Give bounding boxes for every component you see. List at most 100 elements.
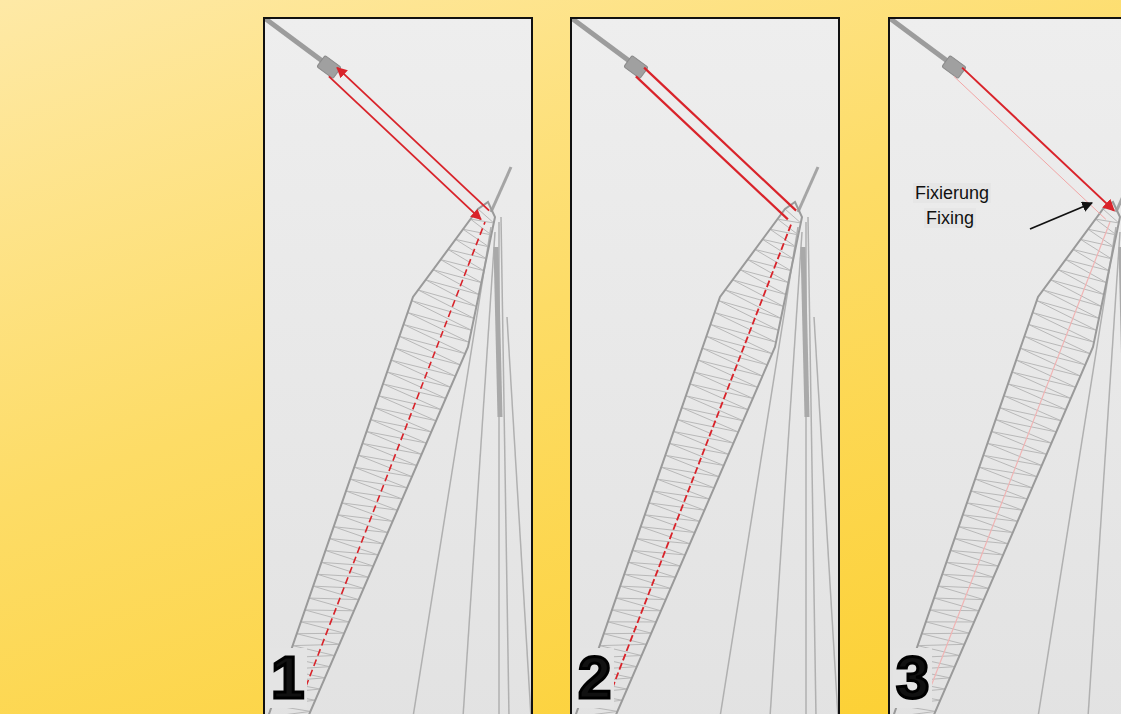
panel-ground xyxy=(263,17,533,714)
boom-head-strut xyxy=(491,167,511,212)
lattice-brace xyxy=(1058,260,1106,283)
lattice-brace xyxy=(719,290,781,318)
panel-ground xyxy=(570,17,840,714)
lattice-brace xyxy=(715,301,779,331)
lattice-brace xyxy=(346,479,402,499)
lattice-brace xyxy=(1051,270,1104,295)
lattice-brace xyxy=(698,348,762,376)
lattice-boom xyxy=(893,202,1120,714)
support-rope xyxy=(501,217,509,714)
lattice-brace xyxy=(1008,372,1071,398)
lattice-brace xyxy=(706,324,772,353)
lattice-brace xyxy=(608,610,656,622)
lattice-brace xyxy=(426,270,479,295)
lattice-brace xyxy=(600,634,647,646)
lattice-boom xyxy=(575,202,802,714)
lattice-brace xyxy=(305,598,354,611)
rope-line xyxy=(644,68,796,211)
lattice-brace xyxy=(412,290,474,318)
lattice-brace xyxy=(367,420,427,444)
panel-border xyxy=(264,18,532,714)
jib-pendant xyxy=(263,17,325,63)
lattice-brace xyxy=(317,562,368,577)
lattice-brace xyxy=(694,360,758,387)
lattice-brace xyxy=(702,336,767,365)
lattice-brace xyxy=(293,634,340,646)
lattice-brace xyxy=(1016,348,1080,376)
lattice-brace xyxy=(661,455,719,476)
lattice-brace xyxy=(674,420,734,444)
crane-panel xyxy=(263,17,533,714)
lattice-brace xyxy=(653,479,709,499)
lattice-brace xyxy=(922,622,970,634)
lattice-brace xyxy=(399,324,465,353)
jib-pendant xyxy=(570,17,632,63)
lattice-brace xyxy=(408,301,472,331)
lattice-brace xyxy=(1020,336,1085,365)
lattice-brace xyxy=(669,432,728,455)
lattice-brace xyxy=(358,443,416,465)
lattice-brace xyxy=(996,408,1057,432)
lattice-brace xyxy=(604,622,652,634)
boom-head-strut xyxy=(798,167,818,212)
lattice-brace xyxy=(301,610,349,622)
crane-panel xyxy=(570,17,840,714)
lattice-brace xyxy=(733,270,786,295)
lattice-brace xyxy=(612,598,661,611)
rope-arrow xyxy=(337,68,489,211)
lattice-brace xyxy=(983,443,1041,465)
panel-number: 1 xyxy=(268,648,307,708)
rope-line xyxy=(636,76,788,219)
panel-number: 2 xyxy=(575,648,614,708)
lattice-brace xyxy=(740,260,788,283)
lattice-brace xyxy=(665,443,723,465)
panel-ground xyxy=(888,17,1121,714)
lattice-brace xyxy=(375,396,436,421)
lattice-brace xyxy=(395,336,460,365)
lattice-brace xyxy=(362,432,421,455)
boom-head-strut xyxy=(1116,167,1121,212)
lattice-brace xyxy=(1004,384,1066,410)
lattice-brace xyxy=(686,384,748,410)
lattice-brace xyxy=(682,396,743,421)
lattice-brace xyxy=(975,467,1032,488)
panel-border xyxy=(889,18,1121,714)
boom-rope xyxy=(298,222,485,707)
lattice-brace xyxy=(1012,360,1076,387)
lattice-brace xyxy=(1024,324,1090,353)
support-rope xyxy=(808,217,816,714)
rope-arrow xyxy=(329,76,481,219)
panel-border xyxy=(571,18,839,714)
lattice-brace xyxy=(918,634,965,646)
lattice-brace xyxy=(391,348,455,376)
lattice-brace xyxy=(657,467,714,488)
lattice-brace xyxy=(979,455,1037,476)
lattice-brace xyxy=(987,432,1046,455)
lattice-brace xyxy=(418,280,476,307)
jib-pendant xyxy=(888,17,950,63)
lattice-brace xyxy=(971,479,1027,499)
lattice-brace xyxy=(383,372,446,398)
lattice-brace xyxy=(1037,290,1099,318)
hook-block xyxy=(624,55,648,78)
lattice-brace xyxy=(433,260,481,283)
hook-block xyxy=(317,55,341,78)
lattice-brace xyxy=(1000,396,1061,421)
boom-rope-faint xyxy=(923,222,1110,707)
lattice-brace xyxy=(926,610,974,622)
lattice-brace xyxy=(1043,280,1101,307)
hook-block xyxy=(942,55,966,78)
lattice-brace xyxy=(1033,301,1097,331)
lattice-brace xyxy=(297,622,345,634)
panel-number: 3 xyxy=(893,648,932,708)
lattice-brace xyxy=(379,384,441,410)
callout-text: Fixierung xyxy=(913,183,991,203)
lattice-brace xyxy=(387,360,451,387)
support-rope xyxy=(814,317,838,714)
lattice-brace xyxy=(678,408,739,432)
lattice-brace xyxy=(624,562,675,577)
mast-column xyxy=(496,247,500,417)
lattice-brace xyxy=(371,408,432,432)
